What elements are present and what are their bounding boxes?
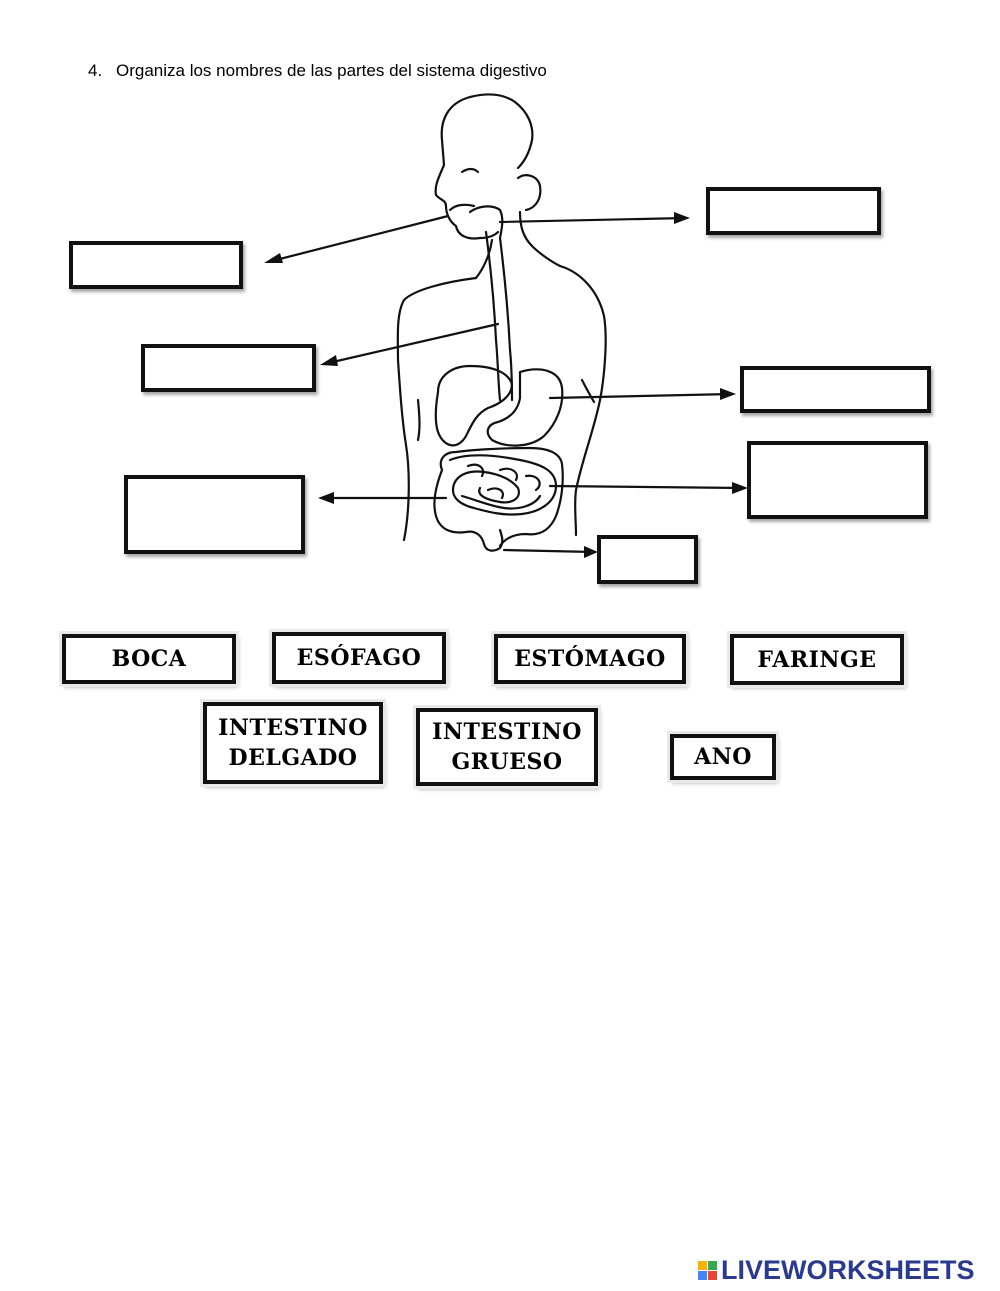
arrow-pharynx xyxy=(498,216,688,224)
hair-outline xyxy=(468,93,534,170)
word-label-group: INTESTINO DELGADO xyxy=(218,713,368,773)
instruction: 4. Organiza los nombres de las partes del… xyxy=(88,60,547,82)
esophagus-left xyxy=(484,230,502,402)
neck-front xyxy=(474,238,494,280)
digestive-system-diagram xyxy=(264,93,748,558)
word-card-boca[interactable]: BOCA xyxy=(62,634,236,684)
pointer-arrows xyxy=(266,214,746,554)
arrow-heads xyxy=(264,212,748,558)
word-label: ANO xyxy=(694,744,752,770)
answer-box-estomago[interactable] xyxy=(740,366,931,413)
answer-box-intestino-delgado[interactable] xyxy=(124,475,305,554)
answer-box-faringe[interactable] xyxy=(706,187,881,235)
answer-box-boca[interactable] xyxy=(69,241,243,289)
head-outline xyxy=(434,95,500,240)
word-card-ano[interactable]: ANO xyxy=(670,734,776,780)
liveworksheets-logo: LIVEWORKSHEETS xyxy=(698,1255,975,1285)
answer-box-esofago[interactable] xyxy=(141,344,316,392)
small-intestine xyxy=(448,454,558,516)
arrow-stomach xyxy=(548,392,734,400)
brand-name: LIVEWORKSHEETS xyxy=(721,1254,975,1285)
word-label-line-1: INTESTINO xyxy=(218,715,368,741)
arm-inner-left xyxy=(416,398,421,442)
arrow-esophagus xyxy=(322,322,500,366)
ear xyxy=(516,174,542,212)
word-card-estomago[interactable]: ESTÓMAGO xyxy=(494,634,686,684)
question-number: 4. xyxy=(88,61,103,80)
arrow-large-intestine xyxy=(548,484,746,490)
answer-box-ano[interactable] xyxy=(597,535,698,584)
liveworksheets-mark-icon xyxy=(698,1260,717,1280)
mouth xyxy=(448,203,476,212)
word-card-intestino-delgado[interactable]: INTESTINO DELGADO xyxy=(203,702,383,784)
question-text: Organiza los nombres de las partes del s… xyxy=(116,61,547,80)
arm-inner-right xyxy=(580,378,596,404)
word-label-group: INTESTINO GRUESO xyxy=(432,717,582,777)
word-label-line-2: DELGADO xyxy=(228,745,358,771)
arrow-mouth xyxy=(266,214,450,264)
large-intestine xyxy=(433,446,564,548)
word-card-faringe[interactable]: FARINGE xyxy=(730,634,904,685)
liver xyxy=(434,364,514,447)
stomach xyxy=(486,368,564,447)
word-label: ESÓFAGO xyxy=(296,645,422,671)
eye xyxy=(460,167,480,174)
word-label: BOCA xyxy=(111,646,187,672)
rectum xyxy=(482,528,504,552)
arrow-anus xyxy=(502,548,596,554)
word-label: FARINGE xyxy=(757,646,877,673)
small-intestine-coils xyxy=(466,463,541,500)
torso-right xyxy=(558,264,607,537)
torso-left xyxy=(396,276,478,542)
word-card-intestino-grueso[interactable]: INTESTINO GRUESO xyxy=(416,708,598,786)
word-label-line-2: GRUESO xyxy=(451,749,563,775)
pharynx xyxy=(468,205,504,240)
word-card-esofago[interactable]: ESÓFAGO xyxy=(272,632,446,684)
word-label: ESTÓMAGO xyxy=(514,646,666,672)
word-label-line-1: INTESTINO xyxy=(432,719,582,745)
answer-box-intestino-grueso[interactable] xyxy=(747,441,928,519)
